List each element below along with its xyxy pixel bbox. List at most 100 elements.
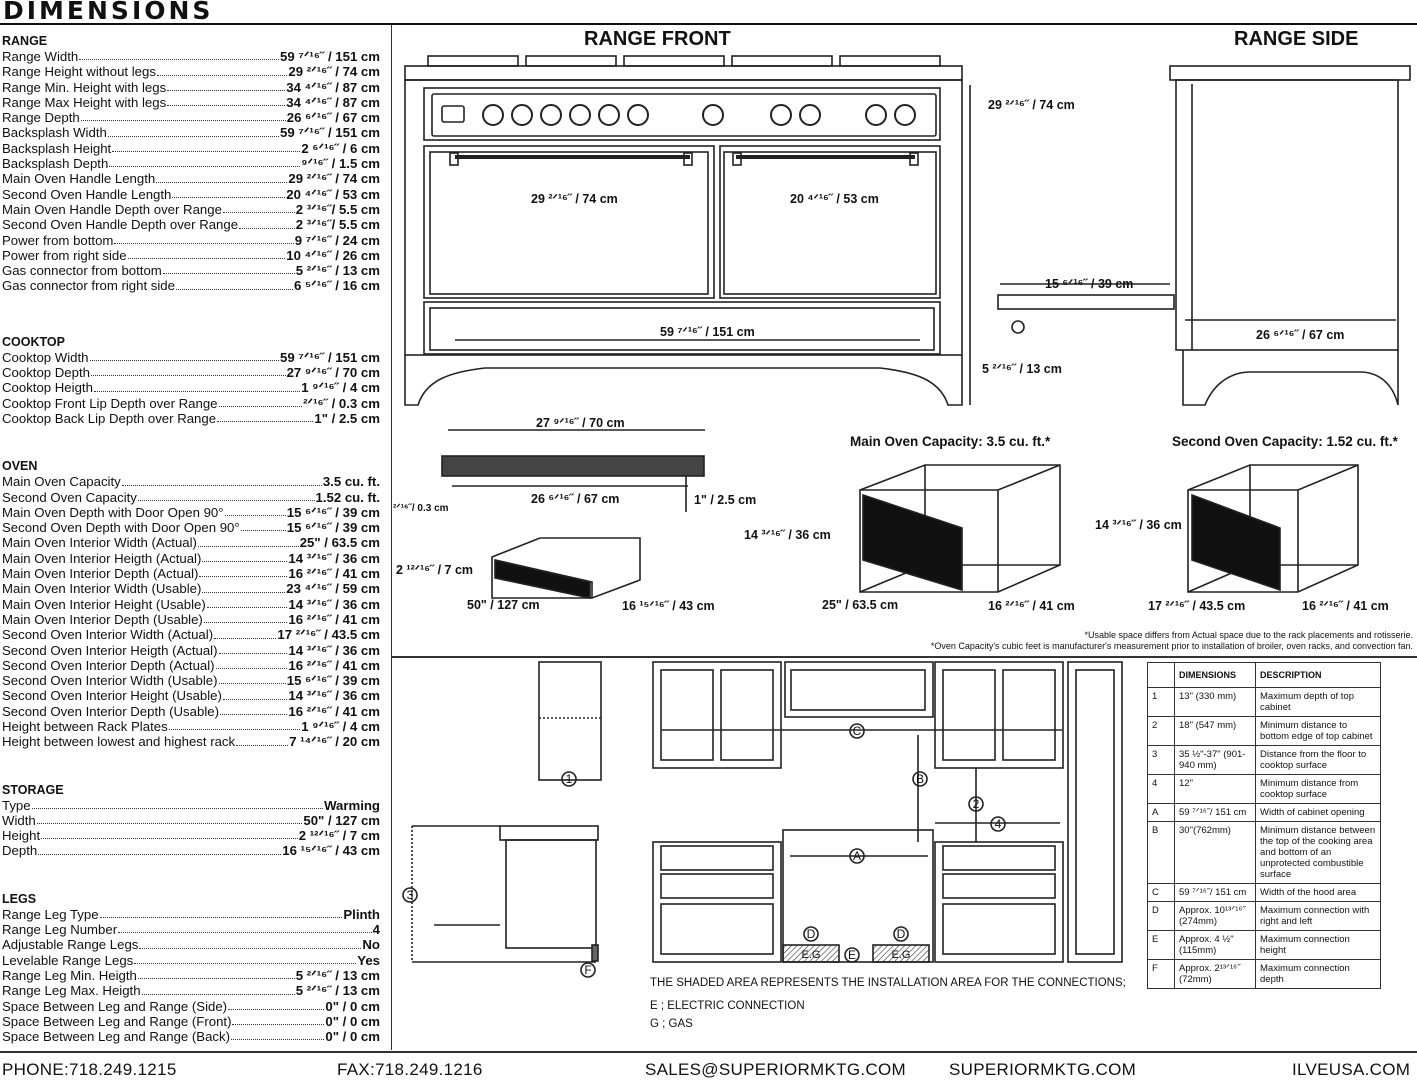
spec-label: Range Width xyxy=(2,49,79,64)
spec-row: Second Oven Interior Depth (Usable)16 ²ᐟ… xyxy=(2,704,380,719)
table-cell-dim: 30"(762mm) xyxy=(1174,821,1256,884)
spec-row: Space Between Leg and Range (Side)0" / 0… xyxy=(2,999,380,1014)
main-oven-drawing xyxy=(859,464,1061,593)
dot-leader xyxy=(80,110,286,122)
second-oven-height: 14 ³ᐟ¹⁶˝ / 36 cm xyxy=(1095,518,1182,532)
second-oven-depth: 16 ²ᐟ¹⁶˝ / 41 cm xyxy=(1302,599,1389,613)
dot-leader xyxy=(231,1029,325,1041)
spec-value: 29 ²ᐟ¹⁶˝ / 74 cm xyxy=(288,64,380,80)
spec-label: Range Height without legs xyxy=(2,64,156,80)
section-heading: COOKTOP xyxy=(2,334,65,349)
spec-label: Power from right side xyxy=(2,247,127,263)
spec-row: Range Max Height with legs 34 ⁴ᐟ¹⁶˝ / 87 … xyxy=(2,95,380,110)
mark-1: 1 xyxy=(566,772,573,786)
spec-row: Main Oven Interior Depth (Usable)16 ²ᐟ¹⁶… xyxy=(2,612,380,627)
mark-b: B xyxy=(916,772,924,786)
spec-value: 2 ³ᐟ¹⁶˝/ 5.5 cm xyxy=(295,217,380,233)
spec-label: Cooktop Front Lip Depth over Range xyxy=(2,395,218,411)
spec-value: 0" / 0 cm xyxy=(325,998,380,1014)
footer-brand-website[interactable]: ILVEUSA.COM xyxy=(1292,1060,1411,1079)
spec-label: Width xyxy=(2,812,36,828)
table-header: DIMENSIONS xyxy=(1174,662,1256,688)
spec-value: 34 ⁴ᐟ¹⁶˝ / 87 cm xyxy=(286,94,380,110)
spec-value: 29 ²ᐟ¹⁶˝ / 74 cm xyxy=(288,171,380,187)
section-heading: OVEN xyxy=(2,459,38,474)
footer-phone: PHONE:718.249.1215 xyxy=(2,1060,177,1079)
spec-label: Cooktop Heigth xyxy=(2,380,93,396)
cooktop-inner-label: 26 ⁶ᐟ¹⁶˝ / 67 cm xyxy=(531,492,620,506)
spec-value: 1.52 cu. ft. xyxy=(315,489,381,505)
spec-value: 2 ⁶ᐟ¹⁶˝ / 6 cm xyxy=(301,140,380,156)
page-title: DIMENSIONS xyxy=(3,0,214,25)
spec-label: Cooktop Depth xyxy=(2,365,90,381)
spec-value: Plinth xyxy=(343,906,380,922)
table-cell-desc: Minimum distance to bottom edge of top c… xyxy=(1255,716,1381,746)
spec-value: ²ᐟ¹⁶˝ / 0.3 cm xyxy=(303,395,380,411)
spec-label: Space Between Leg and Range (Back) xyxy=(2,1029,230,1045)
spec-row: Main Oven Interior Depth (Actual)16 ²ᐟ¹⁶… xyxy=(2,566,380,581)
spec-label: Second Oven Interior Width (Usable) xyxy=(2,673,218,689)
spec-value: 5 ²ᐟ¹⁶˝ / 13 cm xyxy=(295,263,380,279)
table-cell-desc: Maximum connection height xyxy=(1255,930,1381,960)
spec-row: Main Oven Interior Width (Usable)23 ⁴ᐟ¹⁶… xyxy=(2,581,380,596)
spec-label: Main Oven Capacity xyxy=(2,474,121,490)
footer-website[interactable]: SUPERIORMKTG.COM xyxy=(949,1060,1137,1079)
section-divider xyxy=(392,656,1417,658)
second-oven-drawing xyxy=(1187,464,1359,593)
spec-value: 34 ⁴ᐟ¹⁶˝ / 87 cm xyxy=(286,79,380,95)
table-cell-desc: Maximum connection depth xyxy=(1255,959,1381,989)
table-cell-dim: 13" (330 mm) xyxy=(1174,687,1256,717)
mark-a: A xyxy=(853,849,861,863)
footer-rule xyxy=(0,1051,1417,1053)
mark-e: E xyxy=(848,948,856,962)
table-header: DESCRIPTION xyxy=(1255,662,1381,688)
mark-d: D xyxy=(807,927,816,941)
dot-leader xyxy=(240,520,286,532)
spec-value: 26 ⁶ᐟ¹⁶˝ / 67 cm xyxy=(286,110,380,126)
spec-row: Second Oven Interior Heigth (Actual)14 ³… xyxy=(2,643,380,658)
dot-leader xyxy=(219,704,288,715)
dot-leader xyxy=(41,828,298,840)
spec-label: Backsplash Width xyxy=(2,125,107,141)
spec-value: 15 ⁶ᐟ¹⁶˝ / 39 cm xyxy=(286,673,380,689)
spec-value: 17 ²ᐟ¹⁶˝ / 43.5 cm xyxy=(277,627,380,643)
dot-leader xyxy=(232,1014,325,1026)
spec-label: Range Max Height with legs xyxy=(2,94,167,110)
dot-leader xyxy=(112,141,301,153)
spec-row: Range Width 59 ⁷ᐟ¹⁶˝ / 151 cm xyxy=(2,49,380,64)
spec-label: Second Oven Capacity xyxy=(2,489,137,505)
control-knobs xyxy=(482,104,916,126)
footer-email[interactable]: SALES@SUPERIORMKTG.COM xyxy=(645,1060,906,1079)
spec-value: 59 ⁷ᐟ¹⁶˝ / 151 cm xyxy=(280,49,380,64)
spec-value: 14 ³ᐟ¹⁶˝ / 36 cm xyxy=(288,596,380,612)
table-cell-desc: Distance from the floor to cooktop surfa… xyxy=(1255,745,1381,775)
spec-label: Range Leg Max. Heigth xyxy=(2,983,141,999)
table-cell-key: 1 xyxy=(1147,687,1175,717)
dot-leader xyxy=(141,983,295,995)
title-rule xyxy=(0,23,1417,25)
dot-leader xyxy=(156,171,288,183)
table-cell-key: 3 xyxy=(1147,745,1175,775)
section-heading: RANGE xyxy=(2,34,48,48)
mark-c: C xyxy=(853,724,862,738)
spec-value: 15 ⁶ᐟ¹⁶˝ / 39 cm xyxy=(286,520,380,536)
spec-label: Second Oven Interior Depth (Actual) xyxy=(2,657,215,673)
spec-label: Main Oven Depth with Door Open 90° xyxy=(2,504,224,520)
spec-label: Main Oven Interior Width (Actual) xyxy=(2,535,197,551)
spec-label: Backsplash Height xyxy=(2,140,112,156)
spec-label: Second Oven Handle Depth over Range xyxy=(2,217,239,233)
dot-leader xyxy=(167,80,286,91)
